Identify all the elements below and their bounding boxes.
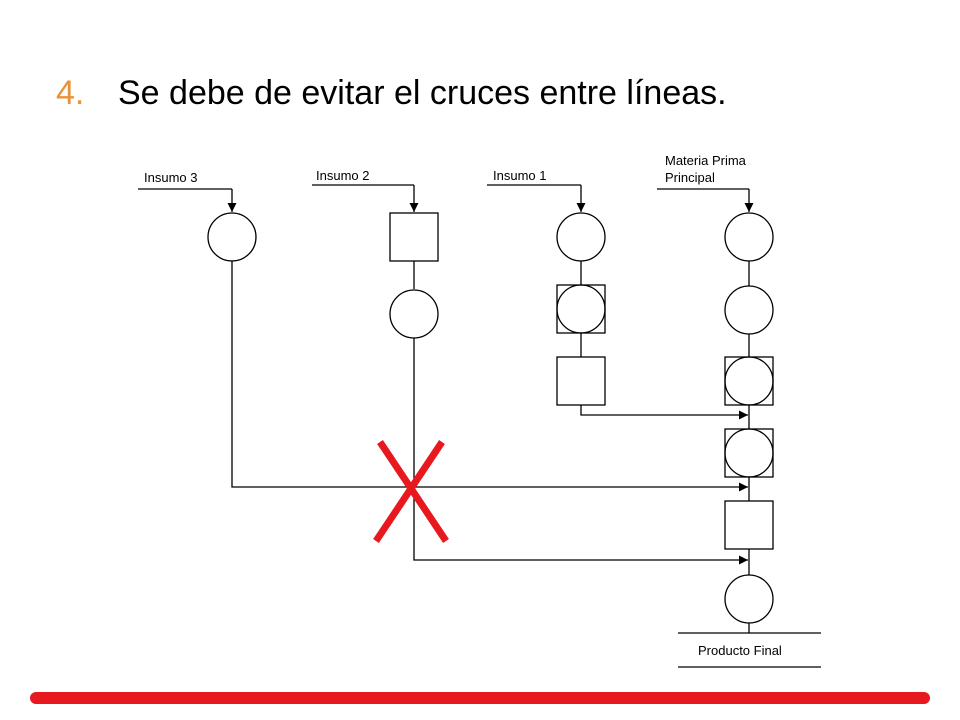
operation-circle	[207, 212, 257, 262]
inspection-square	[556, 356, 606, 406]
label-insumo2: Insumo 2	[316, 168, 369, 183]
combined-activity-circle	[724, 356, 774, 406]
flow-line-insumo2	[413, 338, 748, 565]
slide-heading: 4. Se debe de evitar el cruces entre líne…	[56, 74, 727, 113]
label-materia-line2: Principal	[665, 170, 715, 185]
inspection-square	[724, 500, 774, 550]
flow-line-insumo3	[231, 261, 748, 492]
label-materia-line1: Materia Prima	[665, 153, 747, 168]
combined-activity-circle	[724, 428, 774, 478]
label-insumo1: Insumo 1	[493, 168, 546, 183]
footer-bar	[30, 692, 930, 704]
heading-text: Se debe de evitar el cruces entre líneas…	[118, 74, 727, 112]
operation-circle	[724, 574, 774, 624]
flow-line-insumo1	[580, 405, 748, 420]
label-producto-final: Producto Final	[698, 643, 782, 658]
operation-circle	[389, 289, 439, 339]
operation-circle	[556, 212, 606, 262]
label-insumo3: Insumo 3	[144, 170, 197, 185]
list-number: 4.	[56, 74, 85, 112]
combined-activity-circle	[556, 284, 606, 334]
operation-circle	[724, 285, 774, 335]
operation-circle	[724, 212, 774, 262]
cross-mark	[373, 440, 449, 543]
inspection-square	[389, 212, 439, 262]
